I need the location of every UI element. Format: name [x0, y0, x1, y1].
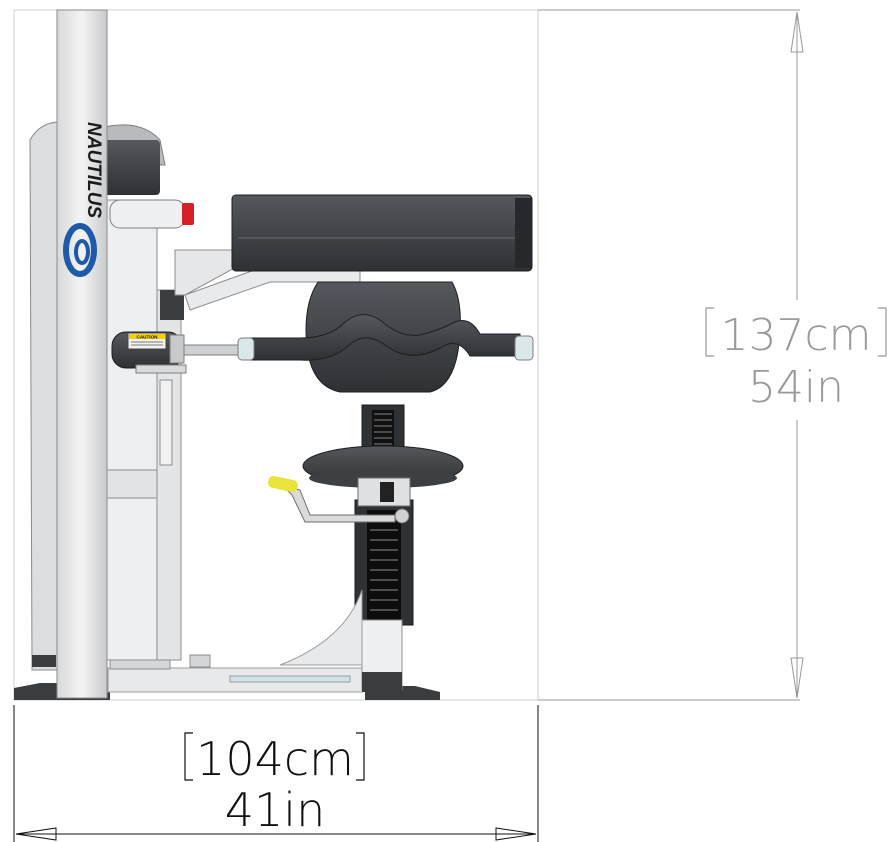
arrow-left-icon	[15, 827, 57, 841]
back-pad	[231, 194, 533, 272]
bracket-right	[878, 307, 887, 357]
height-dimension: 137cm 54in	[538, 9, 887, 701]
bracket-left	[184, 732, 193, 781]
drawing-bounds	[13, 9, 539, 701]
height-imperial: 54in	[748, 362, 844, 413]
width-imperial: 41in	[225, 783, 325, 837]
main-upright	[56, 9, 108, 699]
arrow-up-icon	[790, 11, 804, 53]
brand-name: NAUTILUS	[83, 122, 104, 218]
bracket-left	[705, 307, 714, 357]
width-metric: 104cm	[196, 732, 354, 786]
width-dimension: 104cm 41in	[13, 705, 539, 842]
seat-adjust-handle[interactable]	[267, 475, 299, 493]
height-metric: 137cm	[720, 310, 871, 361]
arrow-down-icon	[790, 657, 804, 699]
brand-swirl-icon	[63, 223, 97, 277]
brand-swirl-inner	[74, 239, 90, 265]
arrow-right-icon	[495, 827, 537, 841]
weight-stack-tower	[29, 121, 166, 671]
seat-adjust-mechanism	[267, 475, 411, 524]
arm-pivot: CAUTION	[111, 331, 187, 374]
caution-label-title: CAUTION	[137, 335, 159, 340]
inner-frame	[106, 199, 194, 661]
pop-pin-knob[interactable]	[182, 203, 194, 225]
brand-logo: NAUTILUS	[63, 122, 104, 277]
bracket-right	[356, 732, 365, 781]
